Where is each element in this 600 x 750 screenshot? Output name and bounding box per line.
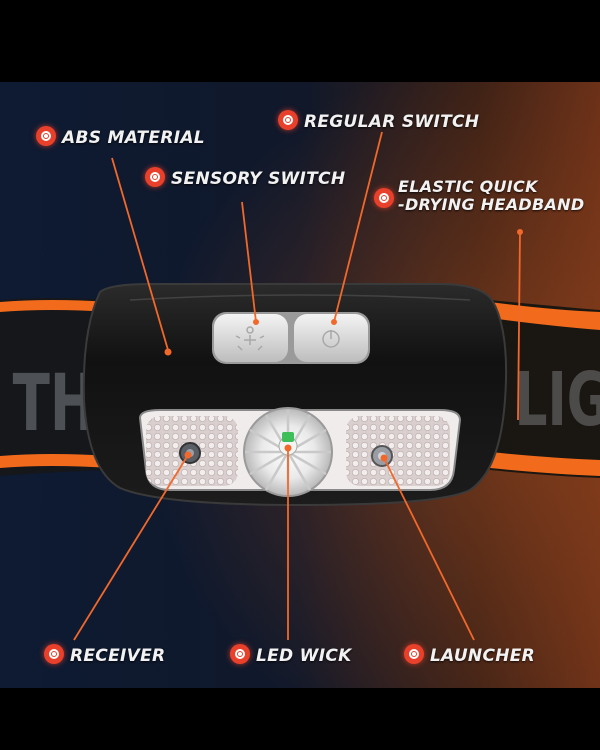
svg-text:TH: TH: [13, 358, 96, 448]
target-bullet-icon: [44, 644, 64, 664]
label-abs-material: ABS MATERIAL: [62, 128, 205, 148]
label-sensory-switch: SENSORY SWITCH: [171, 169, 346, 189]
label-launcher: LAUNCHER: [430, 646, 536, 666]
target-bullet-icon: [230, 644, 250, 664]
label-receiver: RECEIVER: [70, 646, 166, 666]
target-bullet-icon: [374, 188, 394, 208]
target-bullet-icon: [36, 126, 56, 146]
label-elastic-headband: ELASTIC QUICK -DRYING HEADBAND: [398, 177, 585, 214]
target-bullet-icon: [145, 167, 165, 187]
label-led-wick: LED WICK: [256, 646, 352, 666]
target-bullet-icon: [278, 110, 298, 130]
svg-text:LIG: LIG: [515, 358, 600, 444]
label-regular-switch: REGULAR SWITCH: [304, 112, 480, 132]
target-bullet-icon: [404, 644, 424, 664]
